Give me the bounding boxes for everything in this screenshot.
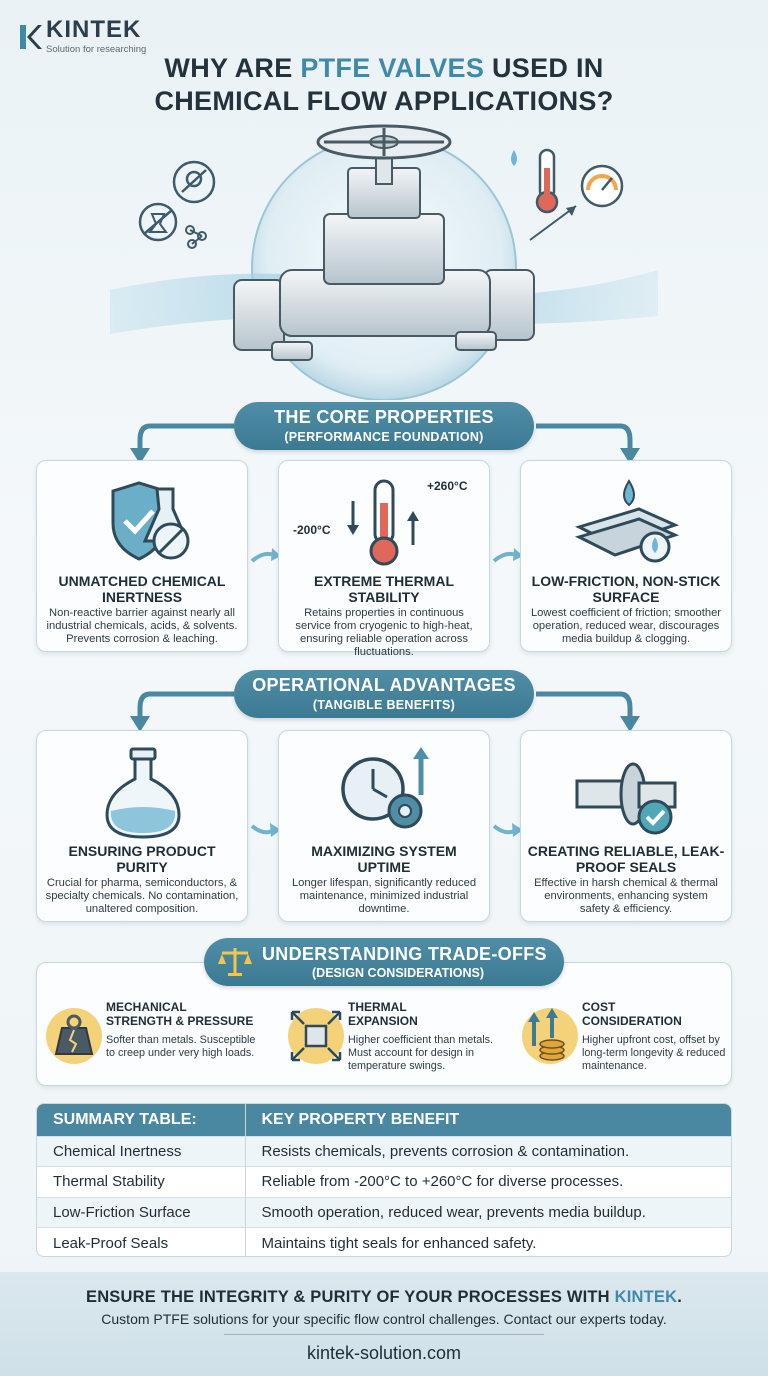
card-low-friction: LOW-FRICTION, NON-STICK SURFACE Lowest c…: [520, 460, 732, 652]
card-title: CREATING RELIABLE, LEAK-PROOF SEALS: [527, 843, 725, 875]
tradeoff-description: Softer than metals. Susceptible to creep…: [106, 1034, 256, 1059]
arrow-right-icon: [250, 548, 281, 563]
card-product-purity: ENSURING PRODUCT PURITY Crucial for phar…: [36, 730, 248, 922]
table-row: Chemical Inertness Resists chemicals, pr…: [37, 1135, 731, 1167]
temp-high-label: +260°C: [427, 479, 468, 493]
tradeoff-title-line: THERMAL: [348, 1000, 407, 1014]
expand-arrows-icon: [288, 1008, 344, 1064]
table-row: Low-Friction Surface Smooth operation, r…: [37, 1196, 731, 1228]
operational-subheading: (TANGIBLE BENEFITS): [312, 698, 456, 712]
arrow-right-icon: [492, 548, 523, 563]
card-title: LOW-FRICTION, NON-STICK SURFACE: [531, 573, 721, 605]
core-heading: THE CORE PROPERTIES: [274, 407, 494, 427]
table-cell: Reliable from -200°C to +260°C for diver…: [245, 1166, 731, 1197]
footer-cta-text: .: [677, 1288, 682, 1306]
thermometer-icon: [347, 479, 419, 566]
table-cell: Chemical Inertness: [37, 1135, 246, 1167]
core-properties-banner: THE CORE PROPERTIES (PERFORMANCE FOUNDAT…: [234, 402, 534, 450]
tradeoff-title-line: COST: [582, 1000, 616, 1014]
title-part: WHY ARE: [164, 53, 301, 83]
title-part: USED IN: [484, 53, 604, 83]
table-header: KEY PROPERTY BENEFIT: [245, 1104, 731, 1136]
clock-gear-icon: [341, 747, 429, 829]
flask-icon: [105, 747, 181, 839]
footer-divider: [224, 1334, 544, 1335]
tradeoff-title-line: STRENGTH & PRESSURE: [106, 1014, 254, 1028]
footer-subtext: Custom PTFE solutions for your specific …: [101, 1311, 667, 1327]
balance-scale-icon: [218, 948, 252, 976]
brand-name: KINTEK: [46, 16, 142, 43]
table-cell: Low-Friction Surface: [37, 1196, 246, 1228]
core-subheading: (PERFORMANCE FOUNDATION): [284, 430, 484, 444]
card-chemical-inertness: UNMATCHED CHEMICAL INERTNESS Non-reactiv…: [36, 460, 248, 652]
valve-hero-illustration: [110, 124, 658, 400]
footer-cta-text: ENSURE THE INTEGRITY & PURITY OF YOUR PR…: [85, 1288, 615, 1306]
card-title: EXTREME THERMAL STABILITY: [314, 573, 454, 605]
tradeoff-title-line: MECHANICAL: [106, 1000, 187, 1014]
table-row: Thermal Stability Reliable from -200°C t…: [37, 1166, 731, 1197]
card-description: Non-reactive barrier against nearly all …: [46, 607, 238, 645]
tradeoffs-banner: UNDERSTANDING TRADE-OFFS (DESIGN CONSIDE…: [204, 938, 564, 986]
table-header-row: SUMMARY TABLE: KEY PROPERTY BENEFIT: [37, 1104, 731, 1136]
tradeoff-title-line: CONSIDERATION: [582, 1014, 682, 1028]
brand-tagline: Solution for researching: [46, 44, 147, 55]
title-accent: PTFE VALVES: [300, 53, 485, 83]
tradeoff-description: Higher coefficient than metals. Must acc…: [348, 1034, 494, 1072]
tradeoff-title-line: EXPANSION: [348, 1014, 418, 1028]
table-cell: Leak-Proof Seals: [37, 1227, 246, 1256]
operational-heading: OPERATIONAL ADVANTAGES: [252, 675, 516, 695]
card-description: Lowest coefficient of friction; smoother…: [530, 607, 722, 645]
table-cell: Maintains tight seals for enhanced safet…: [245, 1227, 731, 1256]
footer-cta-brand: KINTEK: [614, 1288, 678, 1306]
core-connector-arrows: [130, 423, 640, 464]
footer-cta: ENSURE THE INTEGRITY & PURITY OF YOUR PR…: [0, 1288, 768, 1307]
temp-low-label: -200°C: [293, 523, 331, 537]
card-title: MAXIMIZING SYSTEM UPTIME: [311, 843, 457, 875]
card-system-uptime: MAXIMIZING SYSTEM UPTIME Longer lifespan…: [278, 730, 490, 922]
arrow-right-icon: [492, 823, 523, 837]
summary-table: SUMMARY TABLE: KEY PROPERTY BENEFIT Chem…: [36, 1103, 732, 1257]
operational-connector-arrows: [130, 691, 640, 732]
footer-url-link[interactable]: kintek-solution.com: [306, 1343, 462, 1363]
sliding-plates-icon: [574, 479, 680, 563]
card-title: ENSURING PRODUCT PURITY: [68, 843, 216, 875]
cracked-weight-icon: [46, 1008, 102, 1064]
title-line-2: CHEMICAL FLOW APPLICATIONS?: [154, 86, 614, 116]
table-cell: Thermal Stability: [37, 1166, 246, 1197]
arrow-right-icon: [250, 823, 281, 837]
card-description: Effective in harsh chemical & thermal en…: [534, 877, 718, 915]
pipe-seal-check-icon: [575, 762, 677, 835]
shield-flask-icon: [111, 481, 190, 561]
card-description: Retains properties in continuous service…: [295, 607, 473, 658]
card-thermal-stability: +260°C -200°C EXTREME THERMAL STABILITY …: [278, 460, 490, 658]
card-leak-proof-seals: CREATING RELIABLE, LEAK-PROOF SEALS Effe…: [520, 730, 732, 922]
footer: ENSURE THE INTEGRITY & PURITY OF YOUR PR…: [0, 1272, 768, 1376]
tradeoffs-heading: UNDERSTANDING TRADE-OFFS: [262, 944, 547, 964]
tradeoffs-subheading: (DESIGN CONSIDERATIONS): [312, 966, 484, 980]
card-title: UNMATCHED CHEMICAL INERTNESS: [58, 573, 226, 605]
card-description: Longer lifespan, significantly reduced m…: [291, 877, 477, 915]
operational-advantages-banner: OPERATIONAL ADVANTAGES (TANGIBLE BENEFIT…: [234, 670, 534, 718]
card-description: Crucial for pharma, semiconductors, & sp…: [45, 877, 239, 915]
table-header: SUMMARY TABLE:: [37, 1104, 246, 1136]
tradeoff-description: Higher upfront cost, offset by long-term…: [582, 1034, 726, 1072]
table-row: Leak-Proof Seals Maintains tight seals f…: [37, 1227, 731, 1256]
table-cell: Smooth operation, reduced wear, prevents…: [245, 1196, 731, 1228]
page-title: WHY ARE PTFE VALVES USED IN CHEMICAL FLO…: [0, 52, 768, 118]
brand-logo: KINTEK Solution for researching: [18, 18, 146, 55]
table-cell: Resists chemicals, prevents corrosion & …: [245, 1135, 731, 1167]
coins-arrow-icon: [522, 1008, 578, 1064]
kintek-logo-icon: [20, 24, 42, 49]
